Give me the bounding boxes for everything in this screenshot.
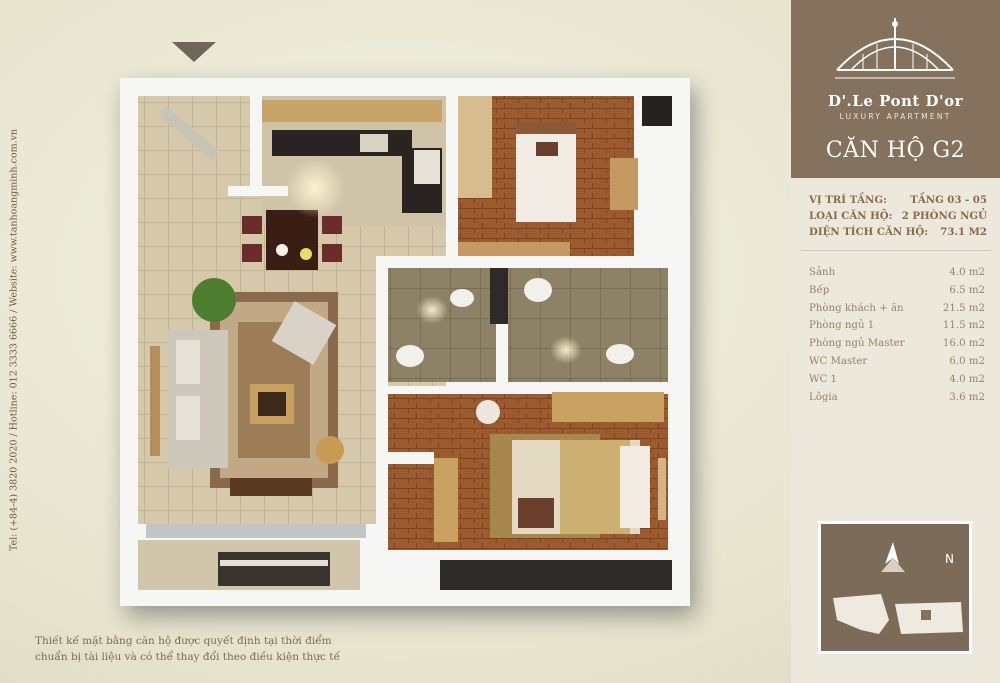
- stove: [414, 150, 440, 184]
- key-plan: N: [818, 521, 972, 654]
- info-label: VỊ TRÍ TẦNG:: [809, 194, 887, 206]
- desk: [610, 158, 638, 210]
- area-row: Phòng ngủ Master 16.0 m2: [809, 335, 985, 353]
- contact-strip: Tel: (+84-4) 3820 2020 / Hotline: 012 33…: [0, 0, 28, 683]
- area-row: WC Master 6.0 m2: [809, 353, 985, 371]
- master-balcony: [440, 560, 676, 590]
- room-area: 4.0 m2: [949, 267, 985, 278]
- floor-plan: [120, 78, 690, 606]
- compass-star-icon: [885, 542, 899, 564]
- room-name: Bếp: [809, 284, 830, 296]
- divider: [801, 250, 991, 251]
- dining-table: [266, 210, 318, 270]
- entry-arrow-icon: [172, 42, 216, 62]
- info-row: DIỆN TÍCH CĂN HỘ: 73.1 M2: [809, 224, 987, 240]
- dining-chair: [322, 216, 342, 234]
- area-row: Bếp 6.5 m2: [809, 282, 985, 300]
- wardrobe: [458, 96, 492, 198]
- wall-art: [150, 346, 160, 456]
- dining-chair: [242, 244, 262, 262]
- info-label: DIỆN TÍCH CĂN HỘ:: [809, 226, 928, 238]
- armchair: [271, 301, 337, 365]
- north-label: N: [945, 552, 954, 566]
- info-panel: D'.Le Pont D'or LUXURY APARTMENT CĂN HỘ …: [791, 0, 1000, 683]
- building-block-left: [833, 594, 889, 634]
- bridge-logo-icon: [835, 18, 955, 79]
- room-name: Phòng ngủ Master: [809, 338, 905, 350]
- room-name: WC Master: [809, 355, 868, 367]
- info-label: LOẠI CĂN HỘ:: [809, 210, 893, 222]
- entry-door: [158, 106, 220, 161]
- balcony-glass: [146, 524, 366, 538]
- wc-master-toilet: [606, 344, 634, 364]
- room-area: 11.5 m2: [942, 320, 985, 332]
- dining-chair: [242, 216, 262, 234]
- room-area: 4.0 m2: [949, 373, 985, 385]
- info-value: TẦNG 03 - 05: [910, 194, 987, 206]
- side-table: [316, 436, 344, 464]
- unit-title: CĂN HỘ G2: [825, 138, 966, 163]
- dining-chair: [322, 244, 342, 262]
- wc-master-sink: [524, 278, 552, 302]
- bedroom-wall: [446, 96, 458, 256]
- area-row: Phòng ngủ 1 11.5 m2: [809, 317, 985, 335]
- disclaimer-line-1: Thiết kế mặt bằng căn hộ được quyết định…: [35, 635, 332, 647]
- bedroom-1-shelf: [458, 242, 570, 256]
- info-row: VỊ TRÍ TẦNG: TẦNG 03 - 05: [809, 192, 987, 208]
- kitchen-wall: [250, 96, 262, 186]
- tv-console: [230, 478, 312, 496]
- duct: [642, 96, 672, 126]
- info-value: 2 PHÒNG NGỦ: [901, 210, 987, 222]
- chessboard: [258, 392, 286, 416]
- disclaimer-line-2: chuẩn bị tài liệu và có thể thay đổi the…: [35, 651, 340, 663]
- kitchen-cabinets-upper: [262, 100, 442, 122]
- room-name: WC 1: [809, 373, 837, 385]
- room-name: Phòng khách + ăn: [809, 302, 904, 314]
- room-area: 3.6 m2: [949, 391, 985, 403]
- disclaimer-note: Thiết kế mặt bằng căn hộ được quyết định…: [35, 633, 340, 665]
- master-wardrobe: [552, 392, 664, 422]
- master-wall-art: [658, 458, 666, 520]
- wc-1-sink: [396, 345, 424, 367]
- kitchen-sink: [360, 134, 388, 152]
- area-row: Phòng khách + ăn 21.5 m2: [809, 300, 985, 318]
- info-value: 73.1 M2: [940, 226, 987, 238]
- room-area: 6.0 m2: [949, 355, 985, 367]
- key-plan-map: [833, 542, 963, 634]
- lamp: [476, 400, 500, 424]
- brand-name: D'.Le Pont D'or: [827, 92, 964, 110]
- bed-1: [516, 126, 576, 222]
- info-row: LOẠI CĂN HỘ: 2 PHÒNG NGỦ: [809, 208, 987, 224]
- plant: [192, 278, 236, 322]
- room-area: 21.5 m2: [942, 302, 985, 314]
- unit-info: VỊ TRÍ TẦNG: TẦNG 03 - 05 LOẠI CĂN HỘ: 2…: [809, 192, 987, 240]
- room-area: 16.0 m2: [942, 338, 985, 350]
- room-name: Sảnh: [809, 267, 836, 278]
- area-row: Lôgia 3.6 m2: [809, 389, 985, 407]
- unit-highlight: [921, 610, 931, 620]
- contact-text: Tel: (+84-4) 3820 2020 / Hotline: 012 33…: [8, 128, 20, 552]
- room-name: Lôgia: [809, 391, 838, 403]
- room-area: 6.5 m2: [949, 284, 985, 296]
- room-area-list: Sảnh 4.0 m2 Bếp 6.5 m2 Phòng khách + ăn 21.…: [809, 264, 985, 406]
- area-row: Sảnh 4.0 m2: [809, 264, 985, 282]
- kitchen-counter: [272, 130, 412, 156]
- area-row: WC 1 4.0 m2: [809, 371, 985, 389]
- toilet: [450, 289, 474, 307]
- logia-bench: [218, 552, 330, 586]
- room-name: Phòng ngủ 1: [809, 320, 875, 332]
- brand-header: D'.Le Pont D'or LUXURY APARTMENT CĂN HỘ …: [791, 0, 1000, 178]
- kitchen-partition: [228, 186, 288, 196]
- brand-subtitle: LUXURY APARTMENT: [839, 112, 952, 121]
- master-dresser: [434, 458, 458, 542]
